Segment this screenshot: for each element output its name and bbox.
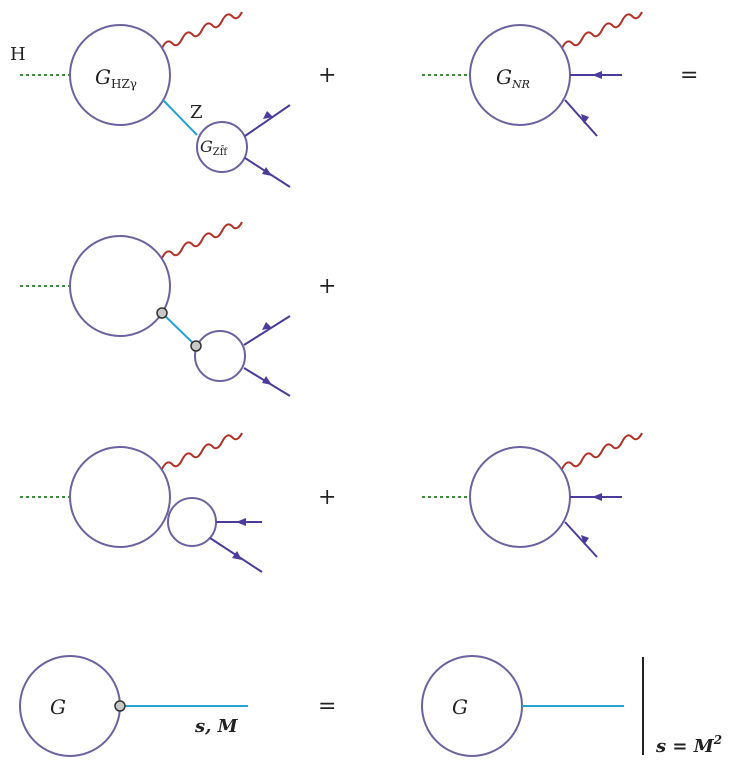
g-label-left: G	[50, 695, 66, 719]
blob-large	[69, 235, 171, 337]
fermion-in-arrow	[592, 71, 602, 79]
g-zff-label: GZf̄f	[200, 137, 228, 158]
vertex-counterterm	[190, 340, 202, 352]
blob-zff	[196, 121, 248, 173]
row3-plus: +	[318, 485, 336, 510]
row1-right-diagram: GNR	[422, 11, 643, 137]
s-equals-m2-label: s = M2	[655, 733, 722, 757]
g-nr-label: GNR	[496, 65, 530, 91]
vertex-counterterm	[114, 700, 126, 712]
fermion-in-arrow	[236, 518, 246, 526]
fermion-out-arrow	[581, 535, 589, 545]
blob-large	[69, 446, 171, 548]
blob-g	[421, 655, 523, 757]
fermion-out-arrow	[262, 376, 272, 385]
fermion-in-line	[243, 315, 291, 346]
photon-line	[561, 11, 643, 49]
row1-equals: =	[680, 63, 698, 88]
z-boson-line	[162, 99, 198, 136]
z-boson-line	[161, 312, 197, 347]
blob-small	[194, 330, 246, 382]
blob-nr	[469, 24, 571, 126]
fermion-out-arrow	[232, 551, 242, 560]
z-label: Z	[190, 102, 203, 123]
row1-left-diagram: H GHZγ Z GZf̄f	[10, 11, 291, 188]
row2-diagram	[20, 221, 291, 397]
higgs-label: H	[10, 44, 26, 65]
s-m-label: s, M	[194, 716, 239, 737]
fermion-in-line	[244, 104, 291, 137]
row3-right-diagram	[422, 432, 643, 558]
blob-large	[469, 446, 571, 548]
photon-line	[161, 221, 243, 259]
row1-plus: +	[318, 63, 336, 88]
photon-line	[161, 432, 243, 470]
photon-line	[161, 11, 243, 49]
row3-left-diagram	[20, 432, 263, 573]
blob-g	[19, 655, 121, 757]
photon-line	[561, 432, 643, 470]
blob-hzgamma	[69, 24, 171, 126]
row4-right-diagram: G s = M2	[421, 655, 722, 757]
fermion-in-arrow	[263, 111, 273, 119]
row4-left-diagram: G s, M	[19, 655, 248, 757]
fermion-in-arrow	[592, 493, 602, 501]
fermion-out-line	[564, 521, 598, 558]
blob-small	[167, 497, 217, 547]
fermion-out-arrow	[581, 114, 589, 124]
row2-plus: +	[318, 274, 336, 299]
vertex-counterterm	[156, 307, 168, 319]
g-label-right: G	[452, 695, 468, 719]
fermion-out-line	[564, 99, 598, 137]
fermion-out-arrow	[262, 167, 272, 176]
g-hzgamma-label: GHZγ	[95, 65, 137, 91]
row4-equals: =	[318, 694, 336, 719]
fermion-in-arrow	[262, 322, 272, 330]
